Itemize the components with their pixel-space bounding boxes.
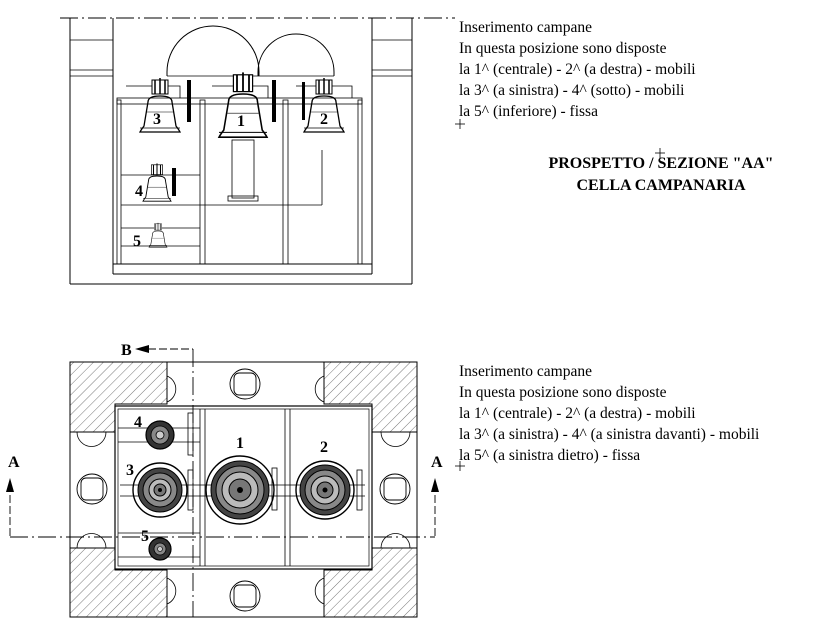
elevation-bell-5	[148, 222, 168, 248]
plan-bell-3	[132, 462, 188, 518]
note-line: la 1^ (centrale) - 2^ (a destra) - mobil…	[459, 61, 696, 78]
drawing-title: PROSPETTO / SEZIONE "AA" CELLA CAMPANARI…	[530, 153, 792, 197]
plan-bell-5	[148, 537, 172, 561]
plan-label-5: 5	[141, 528, 149, 545]
plan-bell-4	[145, 420, 175, 450]
plan-label-4: 4	[134, 414, 142, 431]
bell-4-wheel	[172, 168, 176, 196]
elevation-bell-4	[142, 162, 172, 202]
bell-3-wheel	[187, 80, 191, 122]
note-line: Inserimento campane	[459, 19, 592, 36]
elev-label-1: 1	[237, 113, 245, 130]
section-b-arrow-icon	[135, 345, 149, 353]
title-line-1: PROSPETTO / SEZIONE "AA"	[548, 155, 774, 172]
plan-bell-1	[205, 455, 275, 525]
note-line: la 3^ (a sinistra) - 4^ (a sinistra dava…	[459, 426, 760, 443]
note-line: Inserimento campane	[459, 363, 592, 380]
note-line: la 5^ (a sinistra dietro) - fissa	[459, 447, 641, 464]
plan-view: 1 2 3 4 5 A A B	[6, 342, 443, 618]
note-line: In questa posizione sono disposte	[459, 40, 667, 57]
plan-label-3: 3	[126, 462, 134, 479]
elev-label-5: 5	[133, 233, 141, 250]
bell-1-wheel	[272, 80, 276, 122]
note-line: In questa posizione sono disposte	[459, 384, 667, 401]
plan-window-bottom-1	[229, 580, 261, 612]
elev-label-3: 3	[153, 111, 161, 128]
plan-window-top-1	[229, 368, 261, 400]
note-line: la 3^ (a sinistra) - 4^ (sotto) - mobili	[459, 82, 685, 99]
section-a-left-arrow-icon	[6, 478, 14, 492]
section-a-right-arrow-icon	[431, 478, 439, 492]
section-a-left-label: A	[8, 454, 20, 471]
cad-markers	[455, 119, 665, 471]
plan-bell-2	[295, 460, 355, 520]
plan-label-2: 2	[320, 439, 328, 456]
section-b-label: B	[121, 342, 132, 359]
plan-window-left-1	[76, 473, 108, 505]
section-a-right-label: A	[431, 454, 443, 471]
bell-2-wheel	[302, 82, 305, 120]
note-line: la 5^ (inferiore) - fissa	[459, 103, 598, 120]
plan-window-right-1	[379, 473, 411, 505]
title-line-2: CELLA CAMPANARIA	[576, 177, 746, 194]
elevation-note: Inserimento campane In questa posizione …	[459, 17, 696, 122]
note-line: la 1^ (centrale) - 2^ (a destra) - mobil…	[459, 405, 696, 422]
elev-label-4: 4	[135, 183, 143, 200]
plan-label-1: 1	[236, 435, 244, 452]
plan-note: Inserimento campane In questa posizione …	[459, 361, 759, 466]
elevation-view: 1 2 3 4 5	[60, 17, 455, 285]
elev-label-2: 2	[320, 111, 328, 128]
